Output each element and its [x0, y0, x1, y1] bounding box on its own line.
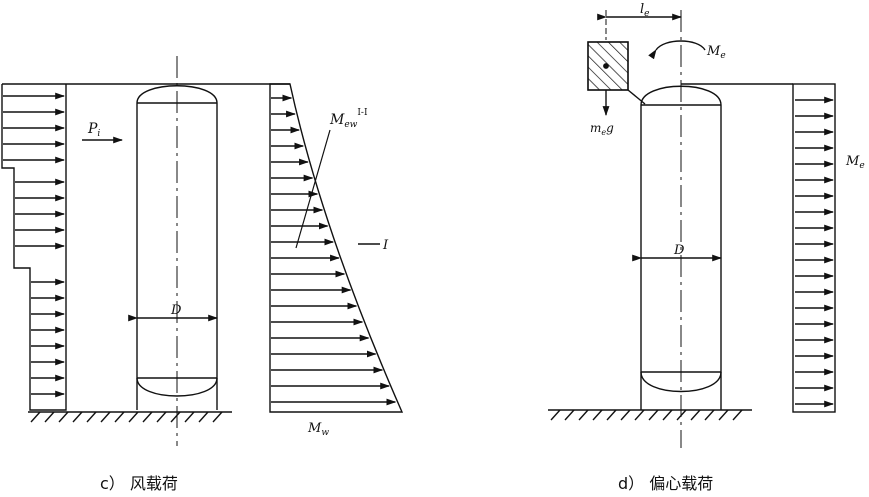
ground-hatch: [606, 409, 617, 421]
vessel-c: [128, 56, 218, 446]
ground-hatch: [44, 411, 55, 423]
ground-hatch: [620, 409, 631, 421]
ground-hatch: [690, 409, 701, 421]
moment-top-label: Me: [706, 44, 726, 61]
diameter-label-c: D: [170, 303, 182, 318]
eccentric-mass: [587, 10, 646, 116]
diagram-c-wind-load: [1, 56, 404, 446]
caption-d: d） 偏心载荷: [618, 474, 713, 493]
ground-hatch: [100, 411, 111, 423]
moment-base-label: Mw: [307, 421, 329, 438]
ground-hatch: [578, 409, 589, 421]
wind-pressure-arrows: [3, 92, 65, 398]
wind-force-label: Pi: [87, 121, 100, 139]
ground-hatch: [676, 409, 687, 421]
ground-hatch: [30, 411, 41, 423]
moment-upper-label: MewI-I: [329, 108, 368, 130]
ground-c: [28, 411, 232, 423]
eccentric-moment-diagram: [792, 83, 836, 413]
weight-label: meg: [590, 121, 614, 137]
ground-hatch: [114, 411, 125, 423]
ground-hatch: [128, 411, 139, 423]
wind-moment-diagram: [269, 83, 404, 413]
ground-hatch: [732, 409, 743, 421]
ground-hatch: [212, 411, 223, 423]
ground-hatch: [718, 409, 729, 421]
diagram-d-eccentric-load: [548, 10, 836, 448]
ground-hatch: [170, 411, 181, 423]
caption-c: c） 风载荷: [100, 474, 178, 493]
wind-pressure-distribution: [1, 84, 67, 411]
ground-hatch: [184, 411, 195, 423]
vessel-d: [632, 10, 722, 448]
ground-hatch: [592, 409, 603, 421]
moment-arc: [648, 40, 706, 60]
eccentricity-label: le: [640, 2, 650, 19]
moment-upper-leader: [295, 129, 331, 249]
ground-hatch: [86, 411, 97, 423]
ground-hatch: [142, 411, 153, 423]
ground-hatch: [564, 409, 575, 421]
ground-hatch: [58, 411, 69, 423]
ground-hatch: [198, 411, 209, 423]
diameter-label-d: D: [673, 243, 685, 258]
moment-right-label: Me: [845, 154, 865, 171]
ground-hatch: [156, 411, 167, 423]
ground-hatch: [648, 409, 659, 421]
ground-hatch: [704, 409, 715, 421]
ground-hatch: [662, 409, 673, 421]
section-mark-label: I: [382, 238, 389, 253]
ground-hatch: [72, 411, 83, 423]
eccentric-moment-arrows: [795, 96, 834, 408]
ground-d: [548, 409, 752, 421]
wind-moment-arrows: [271, 94, 397, 406]
ground-hatch: [550, 409, 561, 421]
ground-hatch: [634, 409, 645, 421]
